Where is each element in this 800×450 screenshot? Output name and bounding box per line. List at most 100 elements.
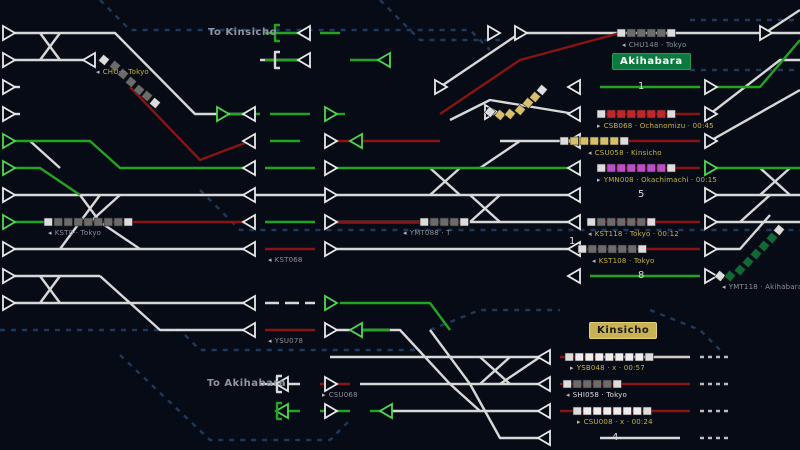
- signal-icon[interactable]: [324, 105, 339, 123]
- train-label[interactable]: ◂KST0·· Tokyo: [48, 229, 101, 237]
- train-car[interactable]: [419, 217, 429, 227]
- signal-icon[interactable]: [324, 159, 339, 177]
- train-car[interactable]: [666, 163, 676, 173]
- signal-icon[interactable]: [514, 24, 529, 42]
- signal-icon[interactable]: [704, 159, 719, 177]
- signal-icon[interactable]: [348, 132, 363, 150]
- signal-icon[interactable]: [2, 240, 17, 258]
- train-car[interactable]: [606, 163, 616, 173]
- train-car[interactable]: [592, 406, 602, 416]
- train-car[interactable]: [577, 244, 587, 254]
- signal-icon[interactable]: [324, 213, 339, 231]
- train-car[interactable]: [574, 352, 584, 362]
- train-label[interactable]: ▸YSB048 · x · 00:57: [570, 364, 645, 372]
- train-car[interactable]: [43, 217, 53, 227]
- train-car[interactable]: [97, 53, 111, 67]
- signal-icon[interactable]: [324, 132, 339, 150]
- train-car[interactable]: [646, 109, 656, 119]
- train-car[interactable]: [609, 136, 619, 146]
- train-car[interactable]: [646, 28, 656, 38]
- train-car[interactable]: [582, 379, 592, 389]
- train-car[interactable]: [606, 217, 616, 227]
- signal-icon[interactable]: [241, 213, 256, 231]
- signal-icon[interactable]: [324, 294, 339, 312]
- train-car[interactable]: [749, 247, 763, 261]
- signal-icon[interactable]: [566, 186, 581, 204]
- train-car[interactable]: [616, 217, 626, 227]
- train-label[interactable]: ◂CSU058 · Kinsicho: [588, 149, 662, 157]
- train-car[interactable]: [666, 28, 676, 38]
- signal-icon[interactable]: [241, 159, 256, 177]
- train-car[interactable]: [63, 217, 73, 227]
- train-car[interactable]: [493, 108, 507, 122]
- train-car[interactable]: [124, 75, 138, 89]
- train-car[interactable]: [596, 163, 606, 173]
- signal-icon[interactable]: [2, 186, 17, 204]
- train-label[interactable]: ◂CHU148 · Tokyo: [622, 41, 686, 49]
- train-car[interactable]: [599, 136, 609, 146]
- signal-icon[interactable]: [241, 321, 256, 339]
- signal-icon[interactable]: [2, 132, 17, 150]
- train-car[interactable]: [103, 217, 113, 227]
- signal-icon[interactable]: [566, 267, 581, 285]
- train-car[interactable]: [627, 244, 637, 254]
- train-car[interactable]: [592, 379, 602, 389]
- train-car[interactable]: [132, 83, 146, 97]
- train-car[interactable]: [626, 28, 636, 38]
- signal-icon[interactable]: [324, 240, 339, 258]
- signal-icon[interactable]: [241, 186, 256, 204]
- train-car[interactable]: [439, 217, 449, 227]
- train-car[interactable]: [123, 217, 133, 227]
- train-car[interactable]: [93, 217, 103, 227]
- train-car[interactable]: [594, 352, 604, 362]
- train-car[interactable]: [757, 239, 771, 253]
- train-car[interactable]: [636, 109, 646, 119]
- signal-icon[interactable]: [274, 402, 289, 420]
- train-car[interactable]: [733, 263, 747, 277]
- signal-icon[interactable]: [296, 24, 311, 42]
- train-car[interactable]: [572, 379, 582, 389]
- signal-icon[interactable]: [296, 51, 311, 69]
- train-car[interactable]: [579, 136, 589, 146]
- train-car[interactable]: [607, 244, 617, 254]
- train-car[interactable]: [459, 217, 469, 227]
- signal-icon[interactable]: [536, 429, 551, 447]
- train-car[interactable]: [741, 255, 755, 269]
- train-car[interactable]: [559, 136, 569, 146]
- train-label[interactable]: ▸CSU008 · x · 00:24: [577, 418, 653, 426]
- train-car[interactable]: [596, 217, 606, 227]
- train-car[interactable]: [626, 217, 636, 227]
- train-label[interactable]: ◂KST118 · Tokyo · 00:12: [588, 230, 679, 238]
- signal-icon[interactable]: [324, 375, 339, 393]
- signal-icon[interactable]: [241, 240, 256, 258]
- train-car[interactable]: [584, 352, 594, 362]
- train-car[interactable]: [646, 163, 656, 173]
- signal-icon[interactable]: [704, 267, 719, 285]
- signal-icon[interactable]: [2, 78, 17, 96]
- signal-icon[interactable]: [2, 213, 17, 231]
- train-car[interactable]: [582, 406, 592, 416]
- train-label[interactable]: ◂YMT088 · T: [403, 229, 451, 237]
- train-car[interactable]: [619, 136, 629, 146]
- train-car[interactable]: [589, 136, 599, 146]
- train-car[interactable]: [521, 96, 535, 110]
- train-car[interactable]: [116, 67, 130, 81]
- signal-icon[interactable]: [434, 78, 449, 96]
- train-car[interactable]: [108, 59, 122, 73]
- signal-icon[interactable]: [566, 213, 581, 231]
- train-car[interactable]: [614, 352, 624, 362]
- signal-icon[interactable]: [566, 105, 581, 123]
- train-car[interactable]: [622, 406, 632, 416]
- train-car[interactable]: [73, 217, 83, 227]
- train-car[interactable]: [572, 406, 582, 416]
- signal-icon[interactable]: [704, 213, 719, 231]
- train-car[interactable]: [656, 28, 666, 38]
- train-car[interactable]: [723, 269, 737, 283]
- train-car[interactable]: [616, 28, 626, 38]
- train-car[interactable]: [644, 352, 654, 362]
- train-car[interactable]: [53, 217, 63, 227]
- train-label[interactable]: ▸CSB068 · Ochanomizu · 00:45: [597, 122, 714, 130]
- train-label[interactable]: ◂YMT118 · Akihabara: [722, 283, 800, 291]
